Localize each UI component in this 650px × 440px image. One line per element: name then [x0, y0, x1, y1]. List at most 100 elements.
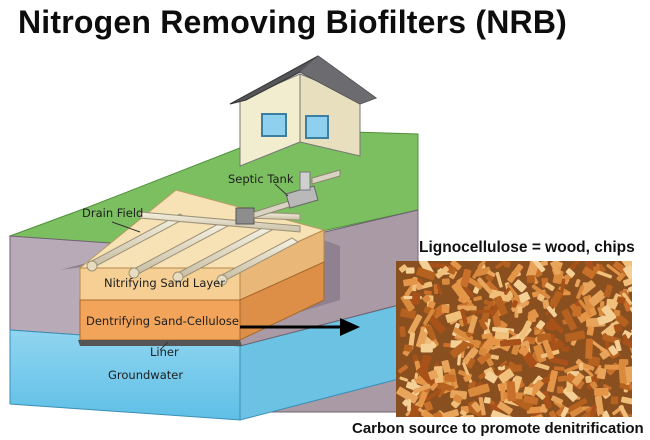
photo-caption-bottom: Carbon source to promote denitrification — [352, 420, 644, 437]
wood-chip — [484, 371, 498, 384]
wood-chip — [399, 376, 409, 382]
wood-chip — [589, 338, 608, 354]
wood-chip — [549, 290, 563, 308]
wood-chip — [411, 379, 419, 389]
wood-chip — [594, 387, 609, 397]
wood-chip — [574, 409, 595, 417]
wood-chip — [412, 354, 419, 363]
wood-chip — [432, 338, 439, 347]
wood-chip — [499, 338, 522, 347]
wood-chip — [596, 367, 607, 380]
wood-chip — [542, 339, 555, 360]
wood-chip — [466, 358, 476, 369]
wood-chip — [411, 292, 421, 305]
wood-chip — [471, 401, 482, 413]
wood-chip — [413, 383, 431, 394]
wood-chip — [478, 347, 488, 356]
wood-chip — [433, 365, 444, 384]
wood-chip — [599, 349, 611, 360]
wood-chip — [405, 267, 415, 274]
wood-chip — [497, 364, 506, 372]
wood-chip — [487, 270, 496, 277]
wood-chip — [627, 283, 632, 292]
wood-chip — [499, 360, 508, 367]
wood-chip — [441, 304, 450, 314]
wood-chip — [483, 397, 491, 404]
wood-chip — [398, 264, 408, 273]
wood-chip — [560, 406, 569, 417]
wood-chip — [466, 406, 483, 417]
wood-chip — [524, 411, 544, 417]
wood-chip — [593, 266, 598, 274]
wood-chip — [407, 404, 421, 417]
wood-chip — [425, 324, 437, 341]
wood-chip — [568, 403, 584, 417]
wood-chip — [578, 280, 596, 296]
wood-chip — [625, 366, 632, 383]
wood-chip — [588, 290, 606, 307]
wood-chip — [407, 399, 412, 412]
label-denitrifying-layer: Dentrifying Sand-Cellulose — [86, 314, 239, 328]
wood-chip — [578, 362, 584, 371]
wood-chip — [536, 320, 546, 330]
wood-chip — [595, 414, 603, 417]
wood-chip — [594, 395, 604, 415]
wood-chip — [416, 267, 436, 281]
wood-chip — [526, 275, 535, 284]
wood-chip — [450, 261, 462, 271]
wood-chip — [589, 405, 597, 417]
wood-chip — [531, 284, 551, 300]
wood-chip — [490, 354, 500, 360]
wood-chip — [453, 394, 463, 404]
wood-chip — [478, 318, 488, 331]
wood-chip — [585, 338, 594, 359]
wood-chip — [416, 366, 436, 387]
wood-chip — [557, 375, 568, 382]
wood-chip — [417, 278, 425, 286]
wood-chip — [460, 268, 472, 288]
distribution-box — [235, 207, 255, 225]
wood-chip — [623, 264, 632, 280]
wood-chip — [534, 362, 550, 371]
wood-chip — [463, 374, 471, 382]
wood-chip — [420, 409, 436, 417]
photo-caption-top: Lignocellulose = wood, chips — [419, 239, 635, 256]
wood-chip — [565, 268, 576, 278]
wood-chip — [550, 334, 556, 356]
wood-chip — [621, 292, 632, 305]
wood-chip — [494, 331, 510, 340]
wood-chip — [508, 329, 517, 337]
wood-chip — [513, 279, 527, 293]
wood-chip — [507, 263, 524, 283]
wood-chip — [444, 373, 456, 383]
wood-chip — [400, 308, 417, 319]
wood-chip — [608, 345, 619, 356]
wood-chips-photo — [396, 261, 632, 417]
wood-chip — [557, 386, 564, 394]
wood-chip — [618, 362, 628, 385]
house-window — [305, 115, 329, 139]
wood-chip — [603, 384, 612, 390]
house-window — [261, 113, 287, 137]
wood-chip — [576, 285, 585, 300]
wood-chip — [546, 370, 558, 393]
wood-chip — [425, 388, 442, 402]
wood-chip — [518, 291, 531, 303]
wood-chip — [433, 411, 444, 417]
wood-chip — [403, 344, 413, 352]
wood-chip — [473, 295, 483, 302]
wood-chip — [561, 308, 577, 331]
wood-chip — [483, 299, 494, 307]
wood-chip — [493, 295, 508, 316]
drain-pipes — [89, 211, 301, 281]
wood-chip — [428, 369, 439, 380]
wood-chip — [495, 271, 503, 288]
wood-chip — [589, 381, 598, 390]
wood-chip — [417, 391, 428, 408]
wood-chip — [546, 305, 558, 318]
wood-chip — [528, 379, 544, 397]
wood-chip — [523, 386, 533, 396]
liner — [78, 340, 242, 346]
wood-chip — [629, 383, 632, 390]
label-groundwater: Groundwater — [108, 368, 184, 382]
